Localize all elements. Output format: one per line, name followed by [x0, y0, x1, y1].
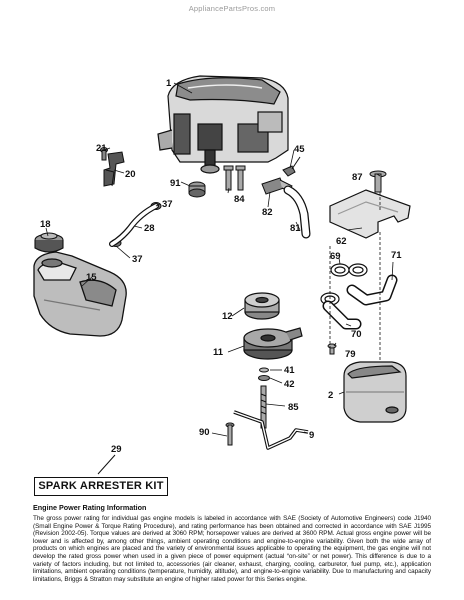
part-label-69: 69	[330, 251, 341, 262]
part-label-12: 12	[222, 311, 233, 322]
part-18-fuel-cap	[34, 232, 64, 253]
engine-power-notes: Engine Power Rating Information The gros…	[33, 503, 431, 583]
part-87-screw	[369, 170, 387, 193]
part-label-29: 29	[111, 444, 122, 455]
part-label-15: 15	[86, 272, 97, 283]
notes-title: Engine Power Rating Information	[33, 503, 147, 512]
part-label-84: 84	[234, 194, 245, 205]
part-label-28: 28	[144, 223, 155, 234]
leader-lines	[45, 82, 394, 437]
part-15-fuel-tank	[33, 251, 127, 337]
part-79-screw	[327, 343, 337, 355]
part-12-pulley	[244, 292, 280, 320]
part-41-42-washers	[258, 367, 270, 381]
part-91-bushing	[188, 181, 206, 198]
part-28-fuel-line	[109, 203, 159, 247]
part-label-62: 62	[336, 236, 347, 247]
engine-drawing	[157, 75, 289, 174]
part-label-85: 85	[288, 402, 299, 413]
part-label-90: 90	[199, 427, 210, 438]
part-label-45: 45	[294, 144, 305, 155]
part-81-hose	[283, 185, 311, 239]
part-label-87: 87	[352, 172, 363, 183]
part-label-70: 70	[351, 329, 362, 340]
part-2-muffler	[343, 361, 407, 423]
spark-arrester-kit-label: SPARK ARRESTER KIT	[34, 477, 168, 496]
part-label-37b: 37	[132, 254, 143, 265]
part-84-bolts	[223, 165, 246, 191]
part-label-71: 71	[391, 250, 402, 261]
part-label-81: 81	[290, 223, 301, 234]
part-label-2: 2	[328, 390, 333, 401]
part-label-18: 18	[40, 219, 51, 230]
part-label-9: 9	[309, 430, 314, 441]
part-label-41: 41	[284, 365, 295, 376]
part-label-37a: 37	[162, 199, 173, 210]
part-90-screw	[225, 422, 235, 446]
part-11-clutch	[243, 327, 303, 360]
part-label-20: 20	[125, 169, 136, 180]
part-label-21: 21	[96, 143, 107, 154]
watermark-text: AppliancePartsPros.com	[188, 4, 276, 13]
part-label-1: 1	[166, 78, 172, 89]
part-45-clip	[282, 156, 301, 177]
part-29-leader	[97, 454, 116, 475]
notes-body: The gross power rating for individual ga…	[33, 515, 431, 583]
part-label-91: 91	[170, 178, 181, 189]
part-label-42: 42	[284, 379, 295, 390]
part-62-heat-shield	[329, 189, 411, 239]
part-label-79: 79	[345, 349, 356, 360]
part-label-82: 82	[262, 207, 273, 218]
part-label-11: 11	[213, 347, 224, 358]
